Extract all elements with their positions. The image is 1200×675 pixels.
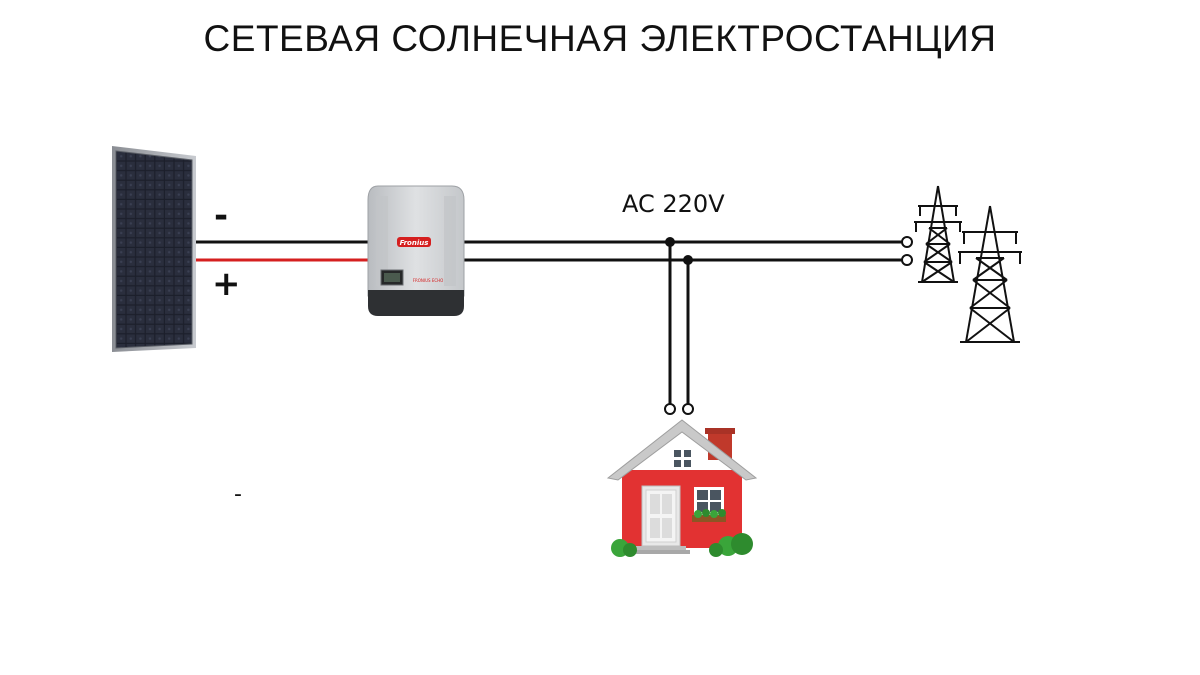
grid-terminal-bottom [901,254,913,266]
inverter-icon: Fronius FRONIUS ECHO [367,185,465,316]
junction-dot-top [665,237,675,247]
inverter-brand: Fronius [400,239,429,247]
stray-dash-mark: - [234,482,242,507]
house-terminal-left [664,403,676,415]
grid-terminal-top [901,236,913,248]
house-terminal-right [682,403,694,415]
dc-negative-label: - [214,196,229,236]
junction-dot-bottom [683,255,693,265]
solar-panel-icon [112,146,196,352]
dc-positive-label: + [212,264,241,304]
ac-voltage-label: AC 220V [622,190,725,218]
house-icon [606,419,758,557]
diagram-title: СЕТЕВАЯ СОЛНЕЧНАЯ ЭЛЕКТРОСТАНЦИЯ [203,18,997,59]
power-tower-icon [914,185,1022,343]
inverter-model: FRONIUS ECHO [413,278,444,283]
